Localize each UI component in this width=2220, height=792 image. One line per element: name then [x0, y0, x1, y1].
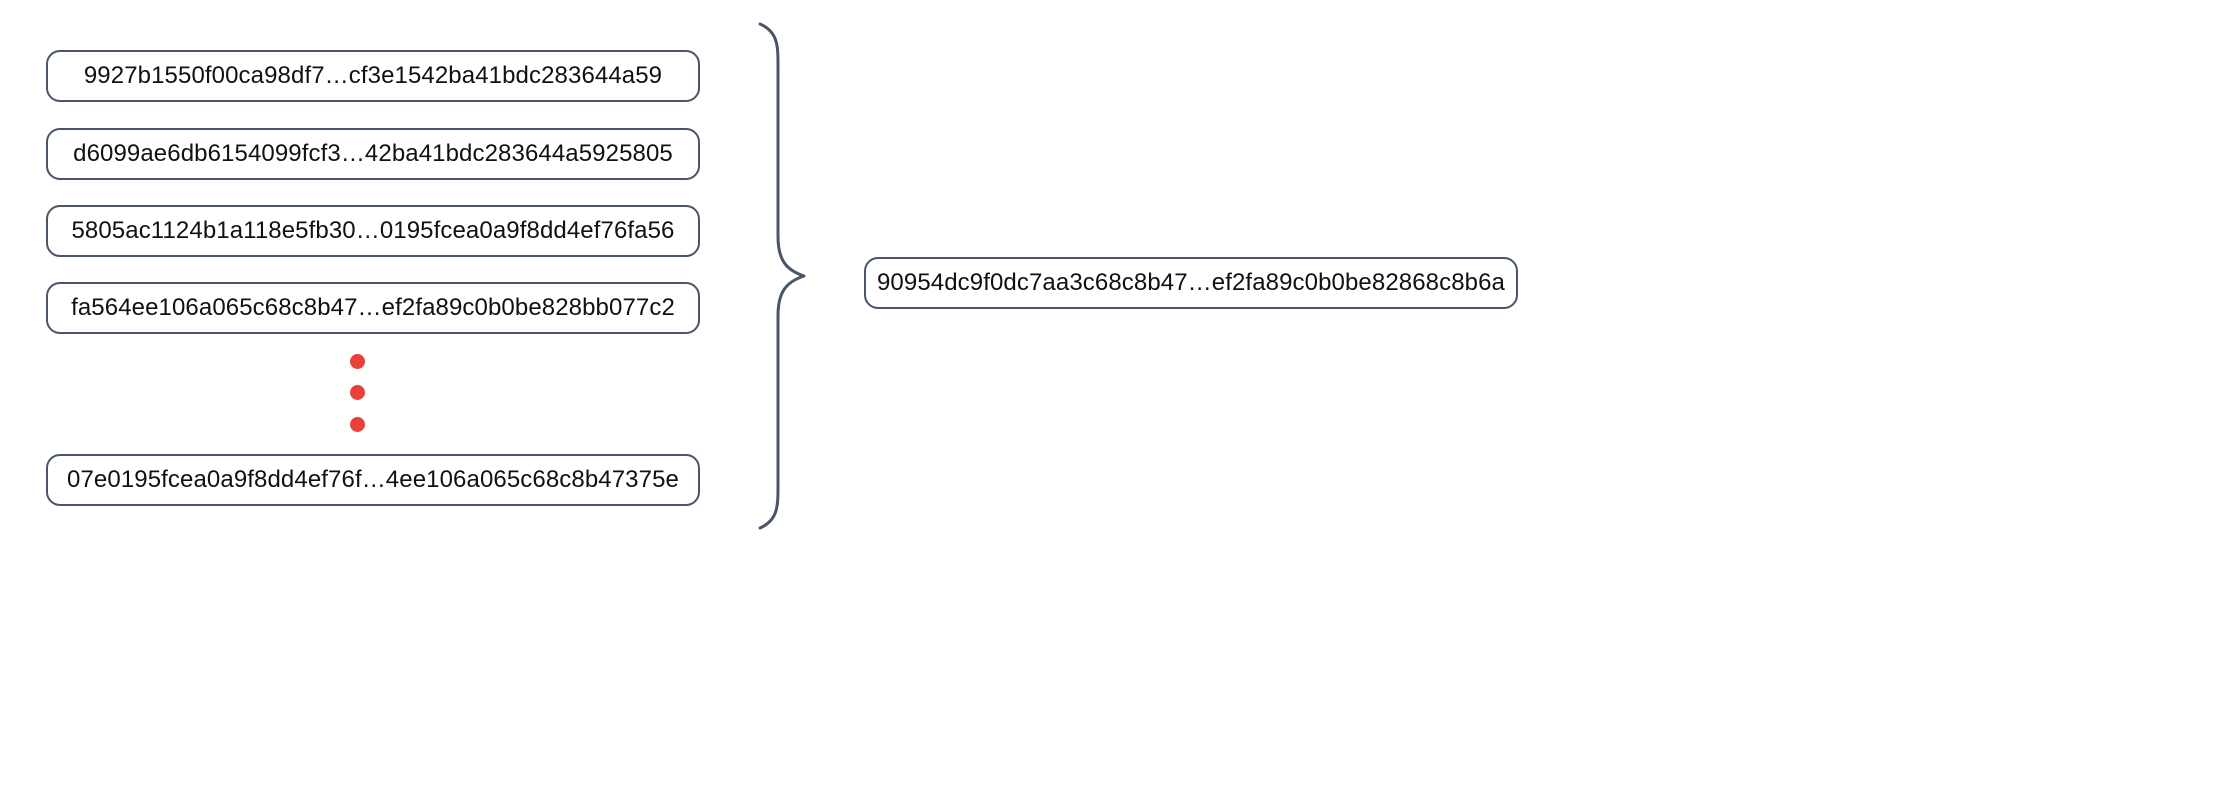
output-hash-box[interactable]: 90954dc9f0dc7aa3c68c8b47…ef2fa89c0b0be82…	[864, 257, 1518, 309]
input-hash-box-3[interactable]: 5805ac1124b1a118e5fb30…0195fcea0a9f8dd4e…	[46, 205, 700, 257]
input-hash-box-4[interactable]: fa564ee106a065c68c8b47…ef2fa89c0b0be828b…	[46, 282, 700, 334]
input-hash-text-last: 07e0195fcea0a9f8dd4ef76f…4ee106a065c68c8…	[67, 466, 679, 493]
input-hash-box-1[interactable]: 9927b1550f00ca98df7…cf3e1542ba41bdc28364…	[46, 50, 700, 102]
input-hash-text-1: 9927b1550f00ca98df7…cf3e1542ba41bdc28364…	[83, 62, 663, 89]
input-hash-text-4: fa564ee106a065c68c8b47…ef2fa89c0b0be828b…	[71, 294, 675, 321]
ellipsis-dot-1	[350, 354, 365, 369]
input-hash-text-3: 5805ac1124b1a118e5fb30…0195fcea0a9f8dd4e…	[71, 217, 675, 244]
input-hash-box-last[interactable]: 07e0195fcea0a9f8dd4ef76f…4ee106a065c68c8…	[46, 454, 700, 506]
curly-brace-icon	[758, 22, 806, 530]
input-hash-text-2: d6099ae6db6154099fcf3…42ba41bdc283644a59…	[73, 140, 673, 167]
curly-brace-connector	[742, 22, 822, 530]
ellipsis-dot-2	[350, 385, 365, 400]
ellipsis-dot-3	[350, 417, 365, 432]
vertical-ellipsis-icon	[350, 350, 368, 440]
input-hash-box-2[interactable]: d6099ae6db6154099fcf3…42ba41bdc283644a59…	[46, 128, 700, 180]
output-hash-text: 90954dc9f0dc7aa3c68c8b47…ef2fa89c0b0be82…	[876, 269, 1505, 296]
